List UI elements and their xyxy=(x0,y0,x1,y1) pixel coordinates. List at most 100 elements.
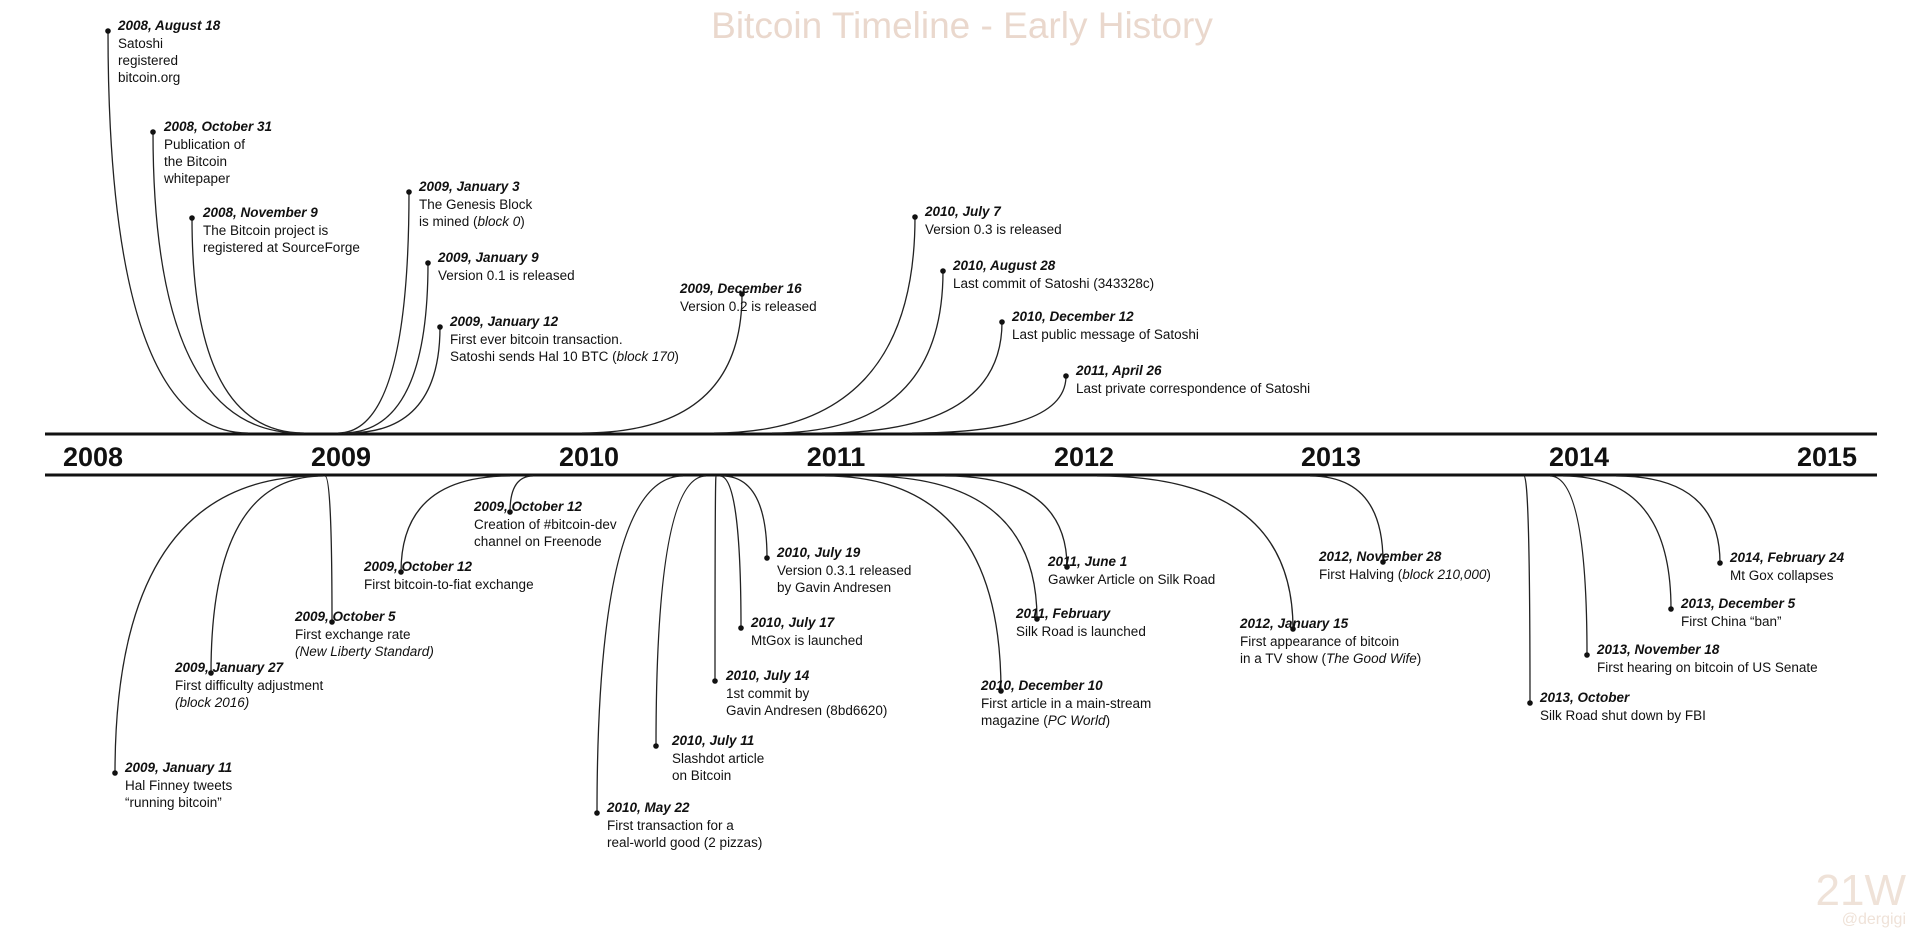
event-description-line: Gawker Article on Silk Road xyxy=(1048,572,1215,587)
event-description-line: MtGox is launched xyxy=(751,633,863,648)
year-label-2014: 2014 xyxy=(1549,442,1609,472)
event-description-line: Slashdot article xyxy=(672,751,764,766)
event-description-line: Version 0.3.1 released xyxy=(777,563,911,578)
event-dot xyxy=(406,189,412,195)
event-dot xyxy=(189,215,195,221)
event-description-line: Last public message of Satoshi xyxy=(1012,327,1199,342)
event-connector xyxy=(824,475,1002,692)
event-description-line: The Genesis Block xyxy=(419,197,533,212)
year-label-2008: 2008 xyxy=(63,442,123,472)
event-date: 2010, May 22 xyxy=(606,800,690,815)
event-connector xyxy=(400,475,511,573)
event-date: 2014, February 24 xyxy=(1729,550,1845,565)
event-description-line: Version 0.2 is released xyxy=(680,299,817,314)
event-description-line: whitepaper xyxy=(163,171,231,186)
event-description-line: Version 0.3 is released xyxy=(925,222,1062,237)
event-date: 2013, October xyxy=(1539,690,1630,705)
event-connector xyxy=(864,475,1038,620)
event-dot xyxy=(425,260,431,266)
event-date: 2009, January 12 xyxy=(449,314,559,329)
event-dot xyxy=(105,28,111,34)
timeline-title: Bitcoin Timeline - Early History xyxy=(711,5,1213,46)
event-date: 2011, February xyxy=(1015,606,1112,621)
event-description-line: Silk Road shut down by FBI xyxy=(1540,708,1706,723)
event-connector xyxy=(581,293,743,434)
event-connector xyxy=(944,475,1068,568)
event-dot xyxy=(999,319,1005,325)
event-dot xyxy=(940,268,946,274)
event-date: 2012, November 28 xyxy=(1318,549,1442,564)
event-date: 2009, December 16 xyxy=(679,281,802,296)
event-description-line: First China “ban” xyxy=(1681,614,1782,629)
event-description-line: First appearance of bitcoin xyxy=(1240,634,1399,649)
event-dot xyxy=(1717,560,1723,566)
event-dot xyxy=(1380,559,1386,565)
event-date: 2009, October 12 xyxy=(473,499,583,514)
event-dot xyxy=(208,670,214,676)
event-description-line: the Bitcoin xyxy=(164,154,227,169)
event-date: 2010, July 19 xyxy=(776,545,861,560)
event-connector xyxy=(821,321,1003,434)
event-description-line: registered at SourceForge xyxy=(203,240,360,255)
event-date: 2009, October 12 xyxy=(363,559,473,574)
year-label-2010: 2010 xyxy=(559,442,619,472)
event-connector xyxy=(1523,475,1531,704)
event-connector xyxy=(714,475,717,682)
event-description-line: (block 2016) xyxy=(175,695,249,710)
event-dot xyxy=(653,743,659,749)
event-7: 2010, July 7 Version 0.3 is released xyxy=(713,204,1062,434)
event-date: 2010, December 12 xyxy=(1011,309,1134,324)
event-dot xyxy=(594,810,600,816)
event-date: 2009, January 9 xyxy=(437,250,539,265)
event-description-line: by Gavin Andresen xyxy=(777,580,891,595)
event-connector xyxy=(152,131,301,434)
event-dot xyxy=(738,625,744,631)
event-description-line: Last commit of Satoshi (343328c) xyxy=(953,276,1154,291)
event-dot xyxy=(507,509,513,515)
event-description-line: bitcoin.org xyxy=(118,70,180,85)
event-date: 2009, January 27 xyxy=(174,660,285,675)
event-25: 2012, November 28 First Halving (block 21… xyxy=(1309,475,1491,582)
event-connector xyxy=(191,217,305,434)
event-description-line: Creation of #bitcoin-dev xyxy=(474,517,617,532)
event-dot xyxy=(398,569,404,575)
event-description-line: in a TV show (The Good Wife) xyxy=(1240,651,1421,666)
year-label-2009: 2009 xyxy=(311,442,371,472)
event-description-line: real-world good (2 pizzas) xyxy=(607,835,762,850)
event-description-line: Mt Gox collapses xyxy=(1730,568,1834,583)
event-description-line: Silk Road is launched xyxy=(1016,624,1146,639)
event-9: 2010, December 12 Last public message of … xyxy=(821,309,1199,434)
event-dot xyxy=(712,678,718,684)
event-connector xyxy=(347,326,441,434)
event-29: 2014, February 24 Mt Gox collapses xyxy=(1615,475,1845,583)
event-date: 2009, January 3 xyxy=(418,179,520,194)
event-dot xyxy=(912,214,918,220)
event-description-line: First Halving (block 210,000) xyxy=(1319,567,1491,582)
event-description-line: Hal Finney tweets xyxy=(125,778,233,793)
event-connector xyxy=(721,475,768,559)
event-description-line: registered xyxy=(118,53,178,68)
event-description-line: “running bitcoin” xyxy=(125,795,222,810)
event-connector xyxy=(713,216,916,434)
event-connector xyxy=(342,262,429,434)
event-dot xyxy=(1064,564,1070,570)
event-description-line: Gavin Andresen (8bd6620) xyxy=(726,703,887,718)
event-description-line: First exchange rate xyxy=(295,627,411,642)
event-connector xyxy=(1309,475,1384,563)
event-date: 2013, December 5 xyxy=(1680,596,1796,611)
event-date: 2010, July 7 xyxy=(924,204,1002,219)
brand-logo: 21W xyxy=(1816,866,1907,915)
event-connector xyxy=(1096,475,1294,630)
event-20: 2010, July 19 Version 0.3.1 released by Ga… xyxy=(721,475,911,595)
